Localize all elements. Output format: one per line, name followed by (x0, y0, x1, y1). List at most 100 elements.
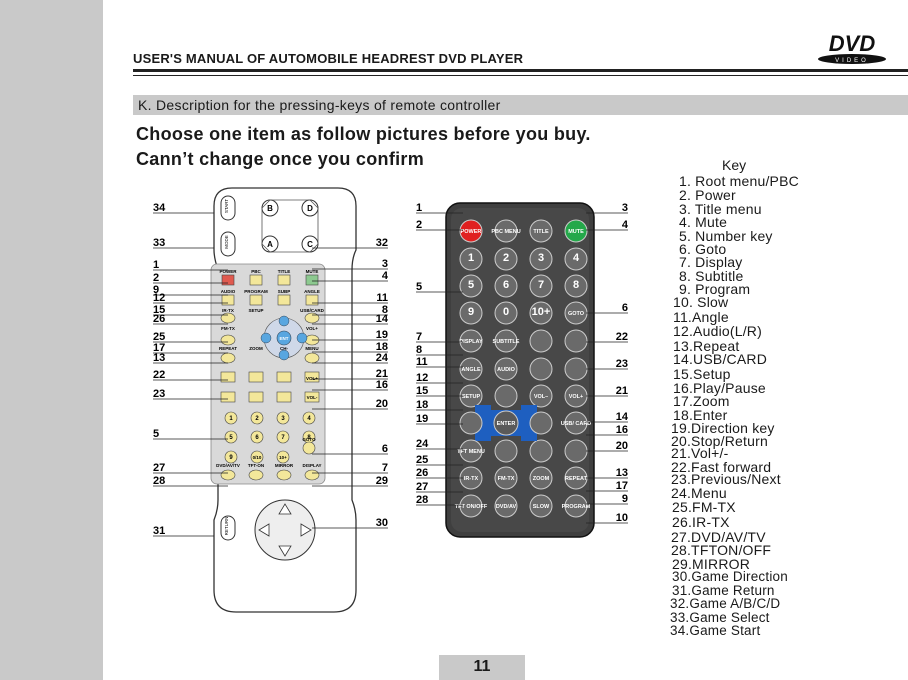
remote1-key (304, 352, 320, 364)
key-label: IR-TX (222, 308, 234, 313)
remote2-key (459, 357, 483, 381)
key-item: 5. Number key (679, 228, 773, 244)
remote1-callout-number: 6 (382, 443, 388, 455)
remote2-key-label: IR-TX (464, 476, 479, 482)
remote1-key (304, 469, 320, 481)
remote1-number-label: 0/10 (253, 455, 262, 460)
remote1-callout-number: 9 (153, 284, 159, 296)
remote2-key-label: FM-TX (498, 476, 515, 482)
key-label: PBC (251, 269, 261, 274)
video-logo-text: VIDEO (835, 58, 869, 64)
remote2-callout-number: 5 (416, 281, 422, 293)
header-rule-thick (133, 69, 908, 72)
remote2-key-label: PBC MENU (491, 229, 520, 235)
section-bar (133, 95, 908, 115)
remote1-number-label: 4 (307, 416, 311, 422)
remote1-callout-number: 7 (382, 462, 388, 474)
remote1-callout-number: 8 (382, 304, 388, 316)
side-button-label: MODE (224, 235, 229, 249)
remote2-callout-number: 15 (416, 385, 428, 397)
enter-key-label: ENT (280, 336, 289, 341)
key-item: 2. Power (679, 187, 736, 203)
key-item: 27.DVD/AV/TV (671, 529, 766, 545)
remote2-callout-number: 20 (616, 440, 628, 452)
key-label: CH- (280, 346, 288, 351)
remote2-key-label: TITLE (533, 229, 549, 235)
remote1-callout-number: 13 (153, 352, 165, 364)
remote2-callout-number: 23 (616, 358, 628, 370)
remote2-callout-number: 8 (416, 344, 422, 356)
key-item: 4. Mute (679, 214, 728, 230)
remote1-transport-key (220, 371, 236, 383)
key-label: POWER (219, 269, 237, 274)
key-label: VOL+ (306, 376, 318, 381)
remote1-transport-key (276, 391, 292, 403)
remote1-callout-number: 18 (376, 341, 388, 353)
remote1-transport-key (276, 371, 292, 383)
remote1-number-key (276, 450, 290, 464)
remote1-number-label: 9 (229, 455, 233, 461)
remote1-transport-key (304, 371, 320, 383)
key-item: 1. Root menu/PBC (679, 173, 799, 189)
remote2-callout-number: 14 (616, 411, 629, 423)
side-button-label: RETURN (224, 517, 229, 536)
remote1-transport-key (248, 391, 264, 403)
key-item: 8. Subtitle (679, 268, 744, 284)
remote2-face (451, 208, 589, 532)
remote1-callout-number: 34 (153, 202, 166, 214)
key-item: 28.TFTON/OFF (671, 542, 772, 558)
key-item: 24.Menu (671, 485, 727, 501)
page-number: 11 (473, 658, 491, 675)
side-button (220, 231, 236, 257)
dpad-key (278, 349, 290, 361)
key-item: 23.Previous/Next (671, 471, 781, 487)
remote1-key (277, 274, 291, 286)
remote1-number-key (250, 411, 264, 425)
key-item: 3. Title menu (679, 201, 762, 217)
remote2-key-label: TFT ON/OFF (455, 504, 488, 510)
key-item: 30.Game Direction (672, 569, 788, 584)
remote1-callout-number: 2 (153, 272, 159, 284)
remote1-callout-number: 3 (382, 258, 388, 270)
key-label: TFT-ON (248, 463, 264, 468)
remote2-key (459, 219, 483, 243)
key-item: 22.Fast forward (671, 459, 772, 475)
remote2-key (564, 247, 588, 271)
section-title: K. Description for the pressing-keys of … (138, 97, 501, 113)
direction-key (494, 384, 518, 408)
remote2-callout-number: 3 (622, 202, 628, 214)
remote1-callout-number: 19 (376, 329, 388, 341)
key-item: 33.Game Select (670, 610, 770, 625)
header-rule-thin (133, 75, 908, 76)
remote1-number-key (302, 411, 316, 425)
key-label: VOL- (307, 395, 318, 400)
headline-line-1: Choose one item as follow pictures befor… (136, 124, 591, 144)
key-item: 25.FM-TX (672, 499, 736, 515)
key-item: 10. Slow (673, 294, 729, 310)
remote2-callout-number: 4 (622, 219, 629, 231)
remote2-key (494, 357, 518, 381)
key-label: TITLE (278, 269, 291, 274)
key-label: MUTE (306, 269, 319, 274)
remote2-callout-number: 9 (622, 493, 628, 505)
remote1-key (220, 312, 236, 324)
key-item: 34.Game Start (670, 623, 761, 638)
remote1-key (305, 274, 319, 286)
remote2-key-label: 7 (538, 279, 544, 291)
remote1-callout-number: 27 (153, 462, 165, 474)
remote2-key-label: VOL+ (569, 394, 584, 400)
game-pad-frame (261, 199, 319, 253)
remote1-callout-number: 25 (153, 331, 165, 343)
remote1-transport-key (248, 371, 264, 383)
side-button (220, 195, 236, 221)
remote1-number-key (224, 450, 238, 464)
game-button (301, 235, 319, 253)
key-list-title: Key (722, 157, 747, 173)
remote2-transport-key (564, 357, 588, 381)
remote2-key-label: 6 (503, 279, 509, 291)
key-label: DVD/AV/TV (216, 463, 240, 468)
remote2-key (564, 384, 588, 408)
remote2-key (564, 301, 588, 325)
remote2-key (459, 274, 483, 298)
key-item: 6. Goto (679, 241, 727, 257)
